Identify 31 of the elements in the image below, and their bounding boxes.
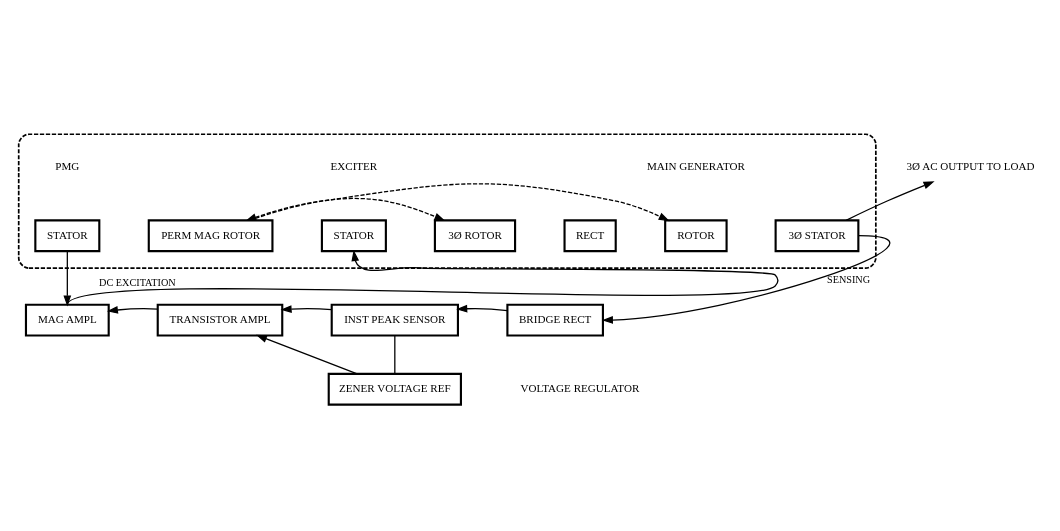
node-box: PERM MAG ROTOR (147, 218, 274, 252)
label: EXCITER (330, 159, 378, 172)
node-box: BRIDGE RECT (506, 303, 604, 337)
cluster (17, 132, 877, 269)
node-box: RECT (563, 218, 617, 252)
edge-label: DC EXCITATION (99, 276, 176, 288)
node-box: MAG AMPL (24, 303, 110, 337)
node-box: 3Ø STATOR (774, 218, 860, 252)
arrow (249, 182, 670, 221)
arrow (66, 249, 779, 305)
arrow (456, 304, 508, 313)
node-box: STATOR (34, 218, 101, 252)
node-box: INST PEAK SENSOR (330, 303, 459, 337)
label: MAIN GENERATOR (646, 159, 745, 172)
arrow (601, 234, 891, 324)
node-box: ZENER VOLTAGE REF (327, 372, 462, 406)
arrow (245, 197, 446, 221)
arrow (106, 305, 159, 314)
arrow (255, 334, 358, 374)
label: PMG (55, 159, 80, 172)
label: VOLTAGE REGULATOR (520, 381, 640, 394)
node-box: TRANSISTOR AMPL (156, 303, 284, 337)
arrow (845, 180, 935, 221)
arrow (63, 250, 72, 307)
edge-label: SENSING (826, 273, 871, 285)
node-box: STATOR (320, 218, 387, 252)
node-box: ROTOR (664, 218, 728, 252)
arrow (280, 304, 333, 313)
node-box: 3Ø ROTOR (433, 218, 517, 252)
connector (394, 334, 396, 374)
node-text: 3Ø AC OUTPUT TO LOAD (906, 159, 1035, 172)
